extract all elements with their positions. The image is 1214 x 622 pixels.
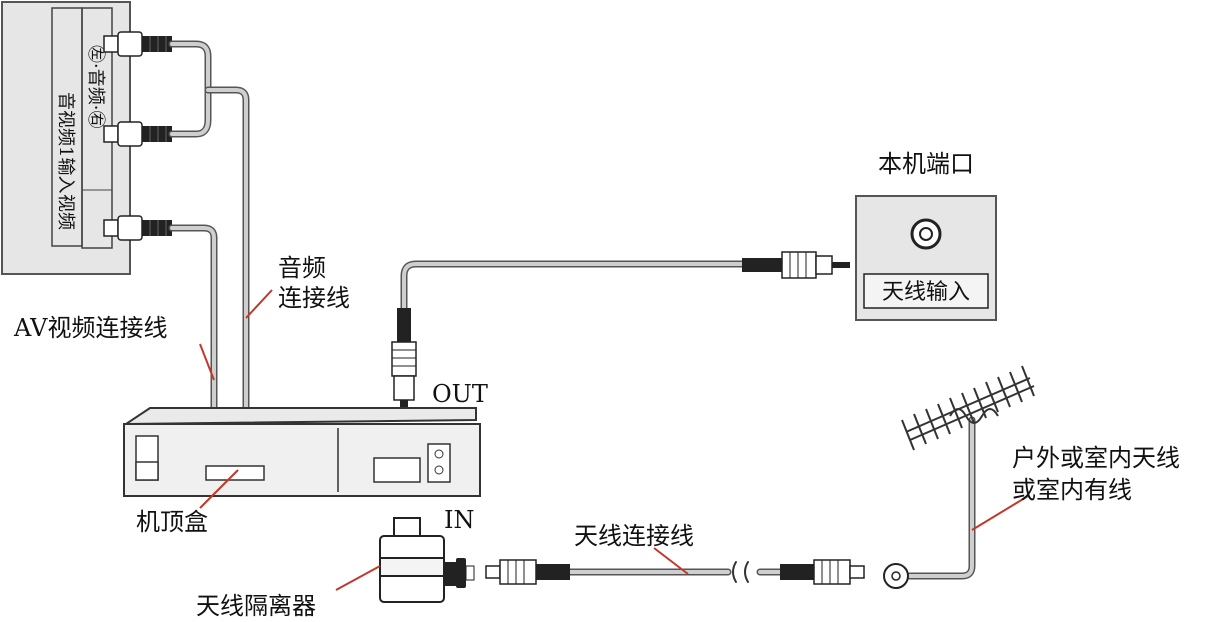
antenna-input-label: 天线输入: [882, 280, 970, 305]
leader-lines: [199, 289, 1029, 591]
tv-antenna-plug: [742, 251, 850, 279]
rca-plug-audio-l: [103, 31, 172, 57]
isolator-label: 天线隔离器: [196, 592, 316, 620]
out-coax-plug: [391, 308, 417, 416]
audio-cable: [168, 40, 250, 416]
audio-cable-label-line2: 连接线: [278, 284, 350, 312]
set-top-box: [122, 407, 481, 497]
audio-cable-label-line1: 音频: [278, 254, 326, 282]
antenna-mast-cable: [906, 416, 976, 580]
antenna-cable-label: 天线连接线: [574, 522, 694, 550]
antenna-source-label-line1: 户外或室内天线: [1012, 444, 1180, 472]
av-input-label: 音视频1输入: [55, 92, 76, 193]
rca-plug-audio-r: [103, 121, 172, 147]
local-port-label: 本机端口: [878, 150, 974, 178]
antenna-coax-cable: [566, 561, 784, 583]
out-coax-cable: [400, 260, 746, 316]
in-port-label: IN: [444, 506, 474, 534]
av-cable-label: AV视频连接线: [13, 314, 167, 342]
antenna-cable-plug-right: [780, 559, 865, 585]
rca-plug-video: [103, 215, 172, 241]
av-video-cable: [168, 224, 218, 416]
antenna-isolator: [379, 517, 475, 603]
antenna-source-label-line2: 或室内有线: [1012, 476, 1132, 504]
video-port-label: 视频: [55, 194, 76, 230]
out-port-label: OUT: [432, 380, 488, 408]
yagi-antenna-icon: [901, 365, 1035, 451]
audio-port-label: ㊧·音频·㊨: [85, 45, 106, 128]
wall-socket-icon: [883, 563, 909, 589]
set-top-box-label: 机顶盒: [136, 508, 208, 536]
tv-antenna-port-box: 天线输入: [855, 195, 997, 321]
antenna-cable-plug-left: [485, 559, 570, 585]
